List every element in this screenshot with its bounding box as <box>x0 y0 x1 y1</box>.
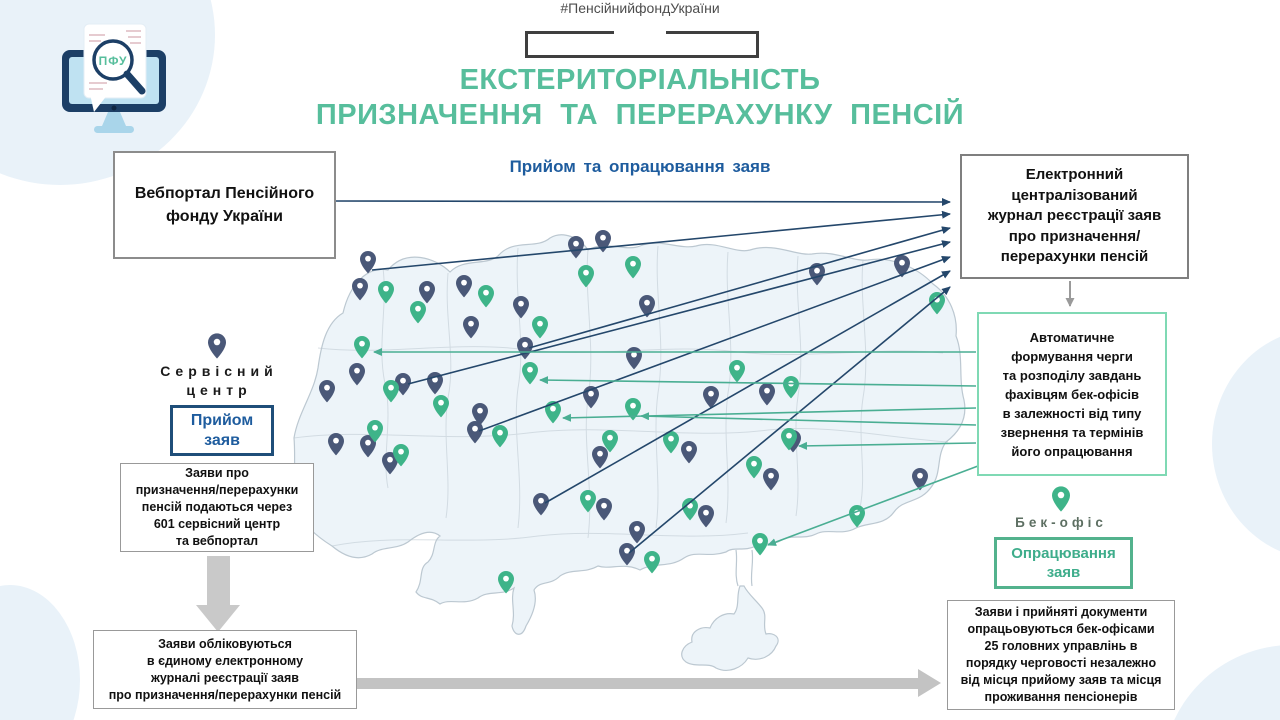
hashtag-label: #ПенсійнийфондУкраїни <box>560 0 720 16</box>
crimea-isthmus-lines <box>735 549 754 587</box>
right-arrow-icon <box>357 678 919 689</box>
service-center-label: Сервісний центр <box>160 363 278 398</box>
pfu-logo: ПФУ <box>62 23 166 133</box>
ejournal-box: Електронний централізований журнал реєст… <box>960 154 1189 279</box>
map-pin-service-center <box>360 251 376 274</box>
backoffice-pin-icon <box>1052 486 1070 512</box>
arrow-to-ejournal <box>326 197 951 206</box>
auto-queue-box: Автоматичне формування черги та розподіл… <box>977 312 1167 476</box>
speech-tail <box>90 94 108 112</box>
magnifier-handle-icon <box>123 70 146 95</box>
right-arrow-head-icon <box>918 669 941 697</box>
processing-box: Опрацювання заяв <box>994 537 1133 589</box>
ukraine-outline <box>293 234 966 635</box>
background-blob-bottom-right <box>1162 645 1280 720</box>
document-lines <box>89 30 141 90</box>
monitor-base <box>94 126 134 133</box>
service-center-pin-icon <box>208 333 226 359</box>
page-title: ЕКСТЕРИТОРІАЛЬНІСТЬ ПРИЗНАЧЕННЯ ТА ПЕРЕР… <box>315 64 965 131</box>
crimea-outline <box>681 585 779 671</box>
webportal-box: Вебпортал Пенсійного фонду України <box>113 151 336 259</box>
background-blob-bottom-left <box>0 585 80 720</box>
ukraine-map <box>293 230 966 671</box>
map-pin-backoffice <box>752 533 768 556</box>
header-placeholder-gap <box>614 31 666 34</box>
logo-text: ПФУ <box>99 54 128 68</box>
backoffice-label: Бек-офіс <box>1015 515 1107 530</box>
journal-note: Заяви обліковуються в єдиному електронно… <box>93 630 357 709</box>
monitor-stand <box>102 112 126 126</box>
down-arrow-icon <box>207 556 230 606</box>
backoffice-note: Заяви і прийняті документи опрацьовуютьс… <box>947 600 1175 710</box>
magnifier-lens-icon <box>92 39 134 81</box>
map-pin-backoffice <box>644 551 660 574</box>
monitor-button <box>111 105 117 111</box>
background-blob-right <box>1212 328 1280 560</box>
header-placeholder-box <box>525 31 759 58</box>
submissions-note: Заяви про призначення/перерахунки пенсій… <box>120 463 314 552</box>
section-subtitle: Прийом та опрацювання заяв <box>509 157 771 176</box>
down-arrow-head-icon <box>196 605 240 632</box>
reception-box: Прийом заяв <box>170 405 274 456</box>
